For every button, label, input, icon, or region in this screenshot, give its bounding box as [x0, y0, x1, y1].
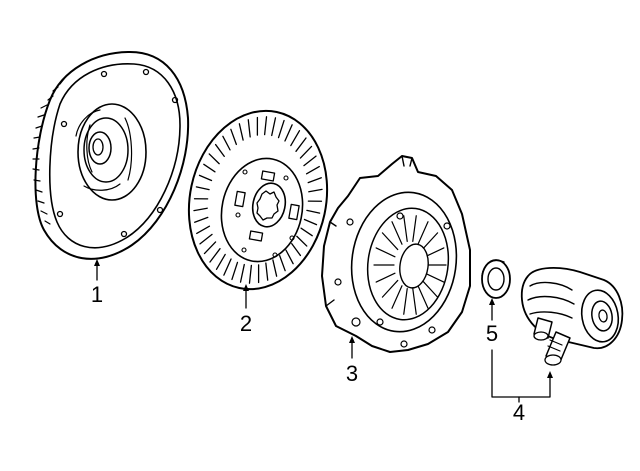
disc-groove [215, 253, 226, 270]
disc-groove [272, 259, 278, 277]
diaphragm-finger [375, 272, 396, 283]
disc-groove [239, 263, 245, 283]
disc-groove [231, 261, 239, 281]
disc-groove [230, 128, 237, 146]
disc-groove [203, 241, 217, 255]
callout-label-4: 4 [513, 400, 525, 425]
diaphragm-finger [403, 215, 408, 242]
diaphragm-finger [424, 247, 445, 258]
disc-groove [277, 119, 285, 139]
disc-groove [291, 242, 302, 257]
diaphragm-finger [417, 221, 429, 245]
disc-groove [223, 258, 232, 276]
flywheel [32, 51, 190, 260]
disc-groove [196, 225, 211, 235]
pressure-plate-center-opening [399, 243, 429, 289]
diaphragm-finger [403, 288, 408, 315]
callout-label-3: 3 [346, 361, 358, 386]
callout-label-5: 5 [486, 321, 498, 346]
disc-groove [222, 135, 231, 151]
disc-groove [307, 177, 322, 184]
disc-groove [300, 227, 313, 237]
disc-groove [193, 207, 208, 212]
disc-groove [195, 186, 210, 191]
callout-leaders [94, 259, 553, 403]
diaphragm-finger [412, 215, 417, 242]
disc-groove [198, 174, 213, 182]
flywheel-teeth [32, 78, 65, 225]
diaphragm-finger [424, 272, 445, 283]
bearing-seal [481, 259, 511, 299]
disc-groove [248, 264, 253, 284]
pressure-plate-diaphragm [373, 215, 447, 315]
disc-groove [194, 216, 209, 223]
diaphragm-finger [421, 279, 439, 298]
callout-label-1: 1 [91, 282, 103, 307]
disc-groove [308, 188, 323, 193]
clutch-disc-damper-springs [234, 170, 300, 242]
disc-groove [214, 143, 225, 158]
disc-groove [271, 117, 277, 137]
disc-groove [209, 248, 221, 263]
release-bearing-slave-cylinder [520, 267, 624, 366]
disc-groove [285, 249, 294, 265]
slave-cylinder-fittings [533, 317, 571, 366]
pressure-plate-holes [334, 212, 451, 348]
disc-groove [305, 165, 320, 175]
clutch-disc [187, 109, 329, 291]
diaphragm-finger [391, 285, 403, 309]
clutch-disc-rivets [235, 169, 295, 258]
pressure-plate [321, 155, 471, 353]
disc-groove [290, 130, 301, 147]
disc-groove [238, 123, 244, 141]
diaphragm-finger [381, 232, 399, 251]
flywheel-hub [75, 103, 147, 201]
disc-groove [279, 254, 286, 272]
disc-groove [296, 235, 308, 247]
clutch-disc-facing-grooves [193, 116, 323, 284]
flywheel-bolt-holes [56, 68, 179, 238]
disc-groove [303, 218, 318, 226]
diaphragm-finger [417, 285, 429, 309]
diaphragm-finger [381, 279, 399, 298]
disc-groove [295, 137, 307, 152]
diaphragm-finger [421, 232, 439, 251]
disc-groove [284, 124, 293, 142]
disc-groove [306, 209, 321, 214]
disc-groove [303, 155, 317, 167]
diaphragm-finger [375, 247, 396, 258]
disc-groove [263, 116, 268, 136]
disc-groove [299, 145, 313, 159]
diaphragm-finger [391, 221, 403, 245]
disc-groove [208, 153, 220, 165]
disc-groove [199, 233, 213, 245]
disc-groove [203, 163, 216, 173]
callout-label-2: 2 [240, 311, 252, 336]
disc-groove [265, 262, 269, 281]
disc-groove [247, 119, 251, 138]
clutch-disc-spline-hub [251, 182, 287, 228]
diaphragm-finger [412, 288, 417, 315]
